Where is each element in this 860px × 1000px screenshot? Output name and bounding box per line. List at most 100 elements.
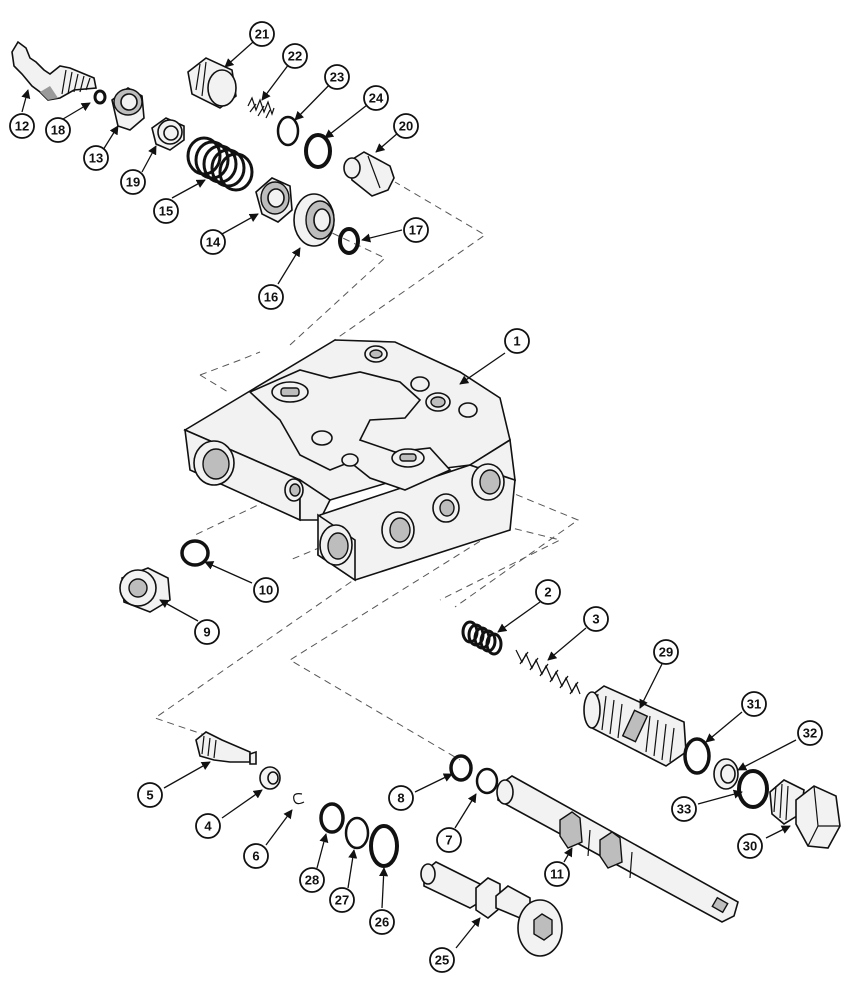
- callout-25: 25: [429, 947, 455, 973]
- part-24-o-ring: [304, 133, 332, 169]
- svg-text:33: 33: [677, 802, 691, 817]
- svg-text:19: 19: [126, 175, 140, 190]
- callout-28: 28: [299, 867, 325, 893]
- part-25-pin: [420, 861, 563, 957]
- part-23-o-ring: [276, 115, 300, 147]
- part-4-bushing: [259, 766, 281, 790]
- callout-3: 3: [583, 606, 609, 632]
- part-29-spool: [583, 685, 687, 767]
- callout-5: 5: [137, 782, 163, 808]
- svg-text:11: 11: [550, 867, 564, 882]
- part-31-o-ring: [683, 737, 711, 775]
- part-2-spring: [461, 620, 503, 656]
- part-9-plug: [119, 567, 171, 613]
- callout-7: 7: [436, 827, 462, 853]
- svg-text:13: 13: [89, 151, 103, 166]
- callout-31: 31: [741, 691, 767, 717]
- svg-text:15: 15: [159, 204, 173, 219]
- part-30-hex-plug: [769, 779, 841, 849]
- part-6-clip: [293, 793, 305, 805]
- svg-text:21: 21: [255, 27, 269, 42]
- part-5-stem: [195, 731, 257, 765]
- callout-16: 16: [258, 284, 284, 310]
- callout-6: 6: [243, 843, 269, 869]
- svg-text:7: 7: [445, 833, 452, 848]
- svg-text:4: 4: [204, 819, 212, 834]
- svg-text:14: 14: [206, 235, 221, 250]
- part-27-washer: [344, 816, 370, 850]
- part-11-shaft: [496, 775, 739, 923]
- callouts: 21 22 23 24 20 12 18 13 19 15 14 16 17 1…: [9, 21, 823, 973]
- callout-30: 30: [737, 833, 763, 859]
- callout-11: 11: [544, 861, 570, 887]
- part-32-washer: [713, 758, 739, 790]
- callout-26: 26: [369, 909, 395, 935]
- svg-text:25: 25: [435, 953, 449, 968]
- callout-32: 32: [797, 720, 823, 746]
- svg-text:3: 3: [592, 612, 599, 627]
- callout-24: 24: [363, 85, 389, 111]
- svg-text:20: 20: [399, 119, 413, 134]
- callout-22: 22: [282, 43, 308, 69]
- part-17-o-ring: [338, 227, 360, 255]
- svg-text:8: 8: [397, 791, 404, 806]
- part-3-long-spring: [515, 649, 581, 695]
- part-7-washer: [475, 767, 499, 795]
- svg-text:5: 5: [146, 788, 153, 803]
- part-20-pin: [343, 151, 395, 197]
- part-28-o-ring: [319, 802, 345, 834]
- leader-lines: [21, 33, 797, 949]
- callout-10: 10: [253, 577, 279, 603]
- callout-2: 2: [535, 579, 561, 605]
- callout-18: 18: [45, 117, 71, 143]
- callout-27: 27: [329, 887, 355, 913]
- callout-12: 12: [9, 113, 35, 139]
- callout-23: 23: [324, 64, 350, 90]
- svg-text:24: 24: [369, 91, 384, 106]
- svg-text:22: 22: [288, 49, 302, 64]
- callout-14: 14: [200, 229, 226, 255]
- part-12-fitting: [11, 40, 97, 101]
- svg-text:10: 10: [259, 583, 273, 598]
- callout-13: 13: [83, 145, 109, 171]
- part-19-sleeve: [151, 117, 185, 151]
- callout-4: 4: [195, 813, 221, 839]
- callout-9: 9: [194, 619, 220, 645]
- callout-8: 8: [388, 785, 414, 811]
- svg-text:30: 30: [743, 839, 757, 854]
- part-1-valve-body: [183, 339, 516, 582]
- svg-text:29: 29: [659, 645, 673, 660]
- svg-text:2: 2: [544, 585, 551, 600]
- part-22-small-spring: [247, 96, 275, 119]
- part-15-coil-spring: [186, 136, 254, 192]
- callout-29: 29: [653, 639, 679, 665]
- part-33-o-ring: [737, 769, 769, 809]
- part-21-plug: [187, 57, 237, 109]
- callout-1: 1: [504, 328, 530, 354]
- svg-text:12: 12: [15, 119, 29, 134]
- svg-text:6: 6: [252, 849, 259, 864]
- part-13-bushing: [111, 87, 145, 131]
- part-26-o-ring: [369, 824, 399, 868]
- svg-text:18: 18: [51, 123, 65, 138]
- part-18-o-ring: [93, 89, 107, 105]
- svg-text:23: 23: [330, 70, 344, 85]
- svg-text:31: 31: [747, 697, 761, 712]
- callout-33: 33: [671, 796, 697, 822]
- svg-text:32: 32: [803, 726, 817, 741]
- part-10-o-ring: [180, 539, 210, 567]
- callout-21: 21: [249, 21, 275, 47]
- svg-text:28: 28: [305, 873, 319, 888]
- svg-text:26: 26: [375, 915, 389, 930]
- svg-text:16: 16: [264, 290, 278, 305]
- part-14-seat: [255, 177, 293, 223]
- svg-text:27: 27: [335, 893, 349, 908]
- part-16-washer: [293, 193, 335, 247]
- callout-19: 19: [120, 169, 146, 195]
- svg-text:9: 9: [203, 625, 210, 640]
- callout-20: 20: [393, 113, 419, 139]
- svg-text:1: 1: [513, 334, 520, 349]
- svg-text:17: 17: [409, 223, 423, 238]
- callout-17: 17: [403, 217, 429, 243]
